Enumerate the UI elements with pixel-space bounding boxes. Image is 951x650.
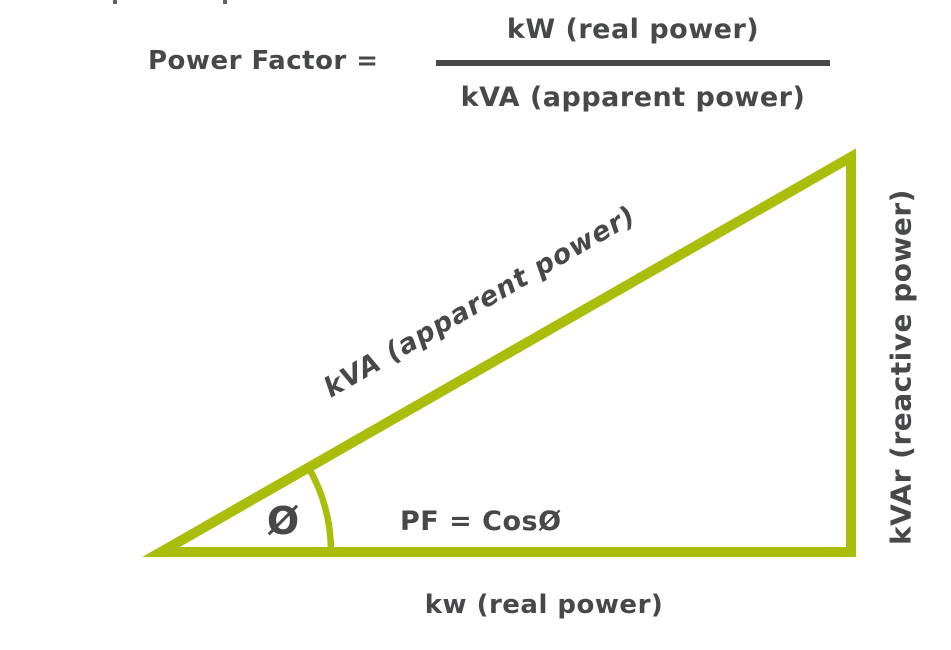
fraction-bar: [436, 60, 830, 66]
fraction-numerator: kW (real power): [506, 14, 760, 45]
cropped-text-remnant: [223, 0, 227, 4]
reactive-power-label: kVAr (reactive power): [884, 189, 918, 545]
real-power-label: kw (real power): [424, 590, 664, 620]
phi-angle-symbol: Ø: [266, 499, 300, 543]
pf-cos-equation: PF = CosØ: [400, 506, 562, 537]
fraction-denominator: kVA (apparent power): [460, 82, 806, 113]
cropped-text-remnant: [113, 0, 117, 4]
angle-arc: [305, 465, 335, 553]
formula-label: Power Factor =: [148, 46, 379, 76]
triangle-outline: [142, 148, 856, 557]
